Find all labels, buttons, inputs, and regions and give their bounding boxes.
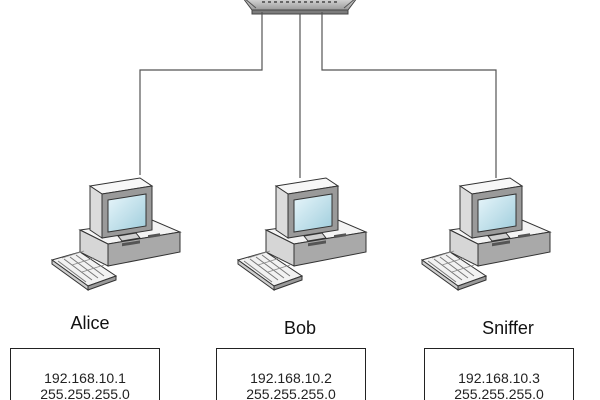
host-config-sniffer: 192.168.10.3 255.255.255.0	[424, 348, 574, 400]
subnet-mask: 255.255.255.0	[454, 386, 544, 400]
subnet-mask: 255.255.255.0	[246, 386, 336, 400]
desktop-computer-icon	[51, 177, 181, 291]
subnet-mask: 255.255.255.0	[40, 386, 130, 400]
ip-address: 192.168.10.2	[250, 370, 332, 386]
host-config-alice: 192.168.10.1 255.255.255.0	[10, 348, 160, 400]
cable-sniffer	[321, 12, 497, 178]
cable-alice	[139, 12, 263, 175]
desktop-computer-icon	[421, 177, 551, 291]
host-name-alice: Alice	[70, 313, 110, 333]
host-config-bob: 192.168.10.2 255.255.255.0	[216, 348, 366, 400]
ip-address: 192.168.10.1	[44, 370, 126, 386]
desktop-computer-icon	[237, 177, 367, 291]
network-switch-icon	[243, 0, 357, 15]
host-name-sniffer: Sniffer	[482, 318, 534, 338]
host-name-bob: Bob	[283, 318, 317, 338]
network-cables	[139, 12, 497, 178]
ip-address: 192.168.10.3	[458, 370, 540, 386]
